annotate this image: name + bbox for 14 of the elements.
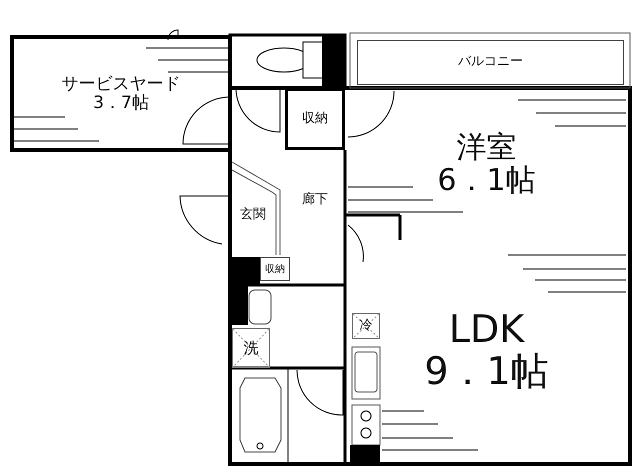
room-label: 収納	[285, 88, 345, 150]
washer-space: 洗	[232, 328, 270, 368]
storage-label: 収納	[260, 257, 290, 281]
room-label: バルコニー	[357, 40, 624, 85]
room-area: 6．1帖	[437, 164, 536, 197]
room-label: 玄関	[232, 195, 274, 235]
room-name: 洋室	[456, 131, 516, 164]
room-name: LDK	[448, 309, 524, 351]
room-name: サービスヤード	[62, 74, 180, 94]
room	[10, 35, 232, 152]
room-area: 9．1帖	[424, 351, 549, 393]
room-area: 3．7帖	[93, 94, 149, 112]
fridge-space: 冷	[352, 313, 380, 339]
room-label: 廊下	[285, 175, 345, 225]
